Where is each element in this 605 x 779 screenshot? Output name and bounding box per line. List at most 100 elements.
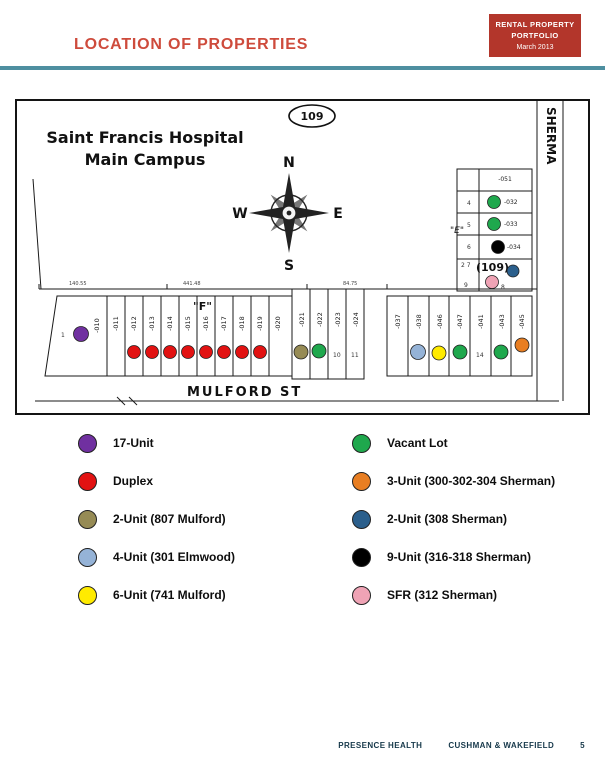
map-dot-4unit-301-elmwood [410,344,426,360]
route-109-shield: 109 [288,104,336,128]
legend-item-sfr-sherman: SFR (312 Sherman) [352,585,555,605]
legend-label: 4-Unit (301 Elmwood) [113,550,236,564]
dimension-1: 140.55 [69,281,87,287]
legend-dot-6unit-mulford [78,585,97,605]
parcel-number: 9 [464,282,468,289]
lot-number: -038 [415,314,423,329]
lot-number: -012 [130,316,138,331]
dimension-3: 84.75 [343,281,357,287]
map-dot-vacant-lot [452,344,468,360]
map-dot-duplex [163,345,177,359]
lot-numbers-left: -010 -011 -012 -013 -014 -015 -016 -017 … [93,316,282,333]
lot-number: -013 [148,316,156,331]
map-dot-9unit-sherman [491,240,505,254]
plat-map-svg: Saint Francis Hospital Main Campus 109 N… [32,101,564,406]
legend-label: SFR (312 Sherman) [387,588,498,602]
lot-numbers-right: -037 -038 -046 -047 -041 -043 -045 [394,314,526,329]
map-dot-duplex [217,345,231,359]
compass-rose-icon: N E S W [232,155,343,274]
lot-number: -010 [93,318,101,333]
lot-number: -016 [202,316,210,331]
map-dot-6unit-741-mulford [431,345,447,361]
map-dot-vacant-lot [493,344,509,360]
plat-lines [32,101,564,406]
map-dot-17unit [73,326,89,342]
legend-label: 9-Unit (316-318 Sherman) [387,550,532,564]
lot-number: -045 [518,314,526,329]
hospital-label-line2: Main Campus [85,150,206,169]
parcel-number: 14 [476,352,484,359]
map-dot-vacant-lot [487,195,501,209]
lot-numbers-middle: -021 -022 -023 -024 [298,312,360,327]
compass-n: N [283,155,295,171]
lot-number: -019 [256,316,264,331]
legend-label: 3-Unit (300-302-304 Sherman) [387,474,556,488]
map-dot-2unit-807-mulford [293,344,309,360]
badge-line1: RENTAL PROPERTY [495,20,575,30]
lot-number: -051 [498,176,512,183]
parcel-number: 8 [501,284,505,291]
legend-column-right: Vacant Lot 3-Unit (300-302-304 Sherman) … [352,433,555,605]
parcel-number: 4 [467,200,471,207]
badge-date: March 2013 [516,43,554,51]
lot-number: -041 [477,314,485,329]
parcel-number: 1 [61,332,65,339]
legend-dot-4unit-elmwood [78,547,97,567]
legend-label: Vacant Lot [387,436,448,450]
lot-number: -024 [352,312,360,327]
parcel-number: 10 [333,352,341,359]
lot-number: -033 [504,221,518,228]
legend-item-duplex: Duplex [78,471,235,491]
lot-number: -018 [238,316,246,331]
page-number: 5 [580,741,585,750]
legend-item-6unit-mulford: 6-Unit (741 Mulford) [78,585,235,605]
parcel-number: 6 [467,244,471,251]
legend-item-3unit-sherman: 3-Unit (300-302-304 Sherman) [352,471,555,491]
small-parcel-numbers: 1 10 11 14 4 5 6 2 7 9 8 [61,200,505,359]
legend-label: 2-Unit (807 Mulford) [113,512,226,526]
lot-number: -043 [498,314,506,329]
legend-label: Duplex [113,474,154,488]
property-dots [73,195,530,361]
lot-number: -011 [112,316,120,331]
legend-item-17unit: 17-Unit [78,433,235,453]
lot-number: -020 [274,316,282,331]
lot-number: -021 [298,312,306,327]
legend-label: 2-Unit (308 Sherman) [387,512,508,526]
lot-numbers-upper: -051 -032 -033 -034 [498,176,521,251]
lot-number: -032 [504,199,518,206]
legend-dot-3unit-sherman [352,471,371,491]
hospital-label-line1: Saint Francis Hospital [46,128,243,147]
block-f-label: "F" [193,300,212,313]
compass-w: W [232,206,247,222]
lot-number: -022 [316,312,324,327]
map-dot-2unit-308-sherman [506,264,520,278]
badge-line2: PORTFOLIO [511,31,559,40]
note-e-label: "E" [450,226,464,236]
map-dot-duplex [181,345,195,359]
legend-item-2unit-sherman: 2-Unit (308 Sherman) [352,509,555,529]
map-dot-3unit-sherman [514,337,530,353]
route-109-label: 109 [301,110,324,123]
lot-number: -017 [220,316,228,331]
lot-number: -023 [334,312,342,327]
portfolio-badge: RENTAL PROPERTY PORTFOLIO March 2013 [489,14,581,57]
legend-dot-2unit-sherman [352,509,371,529]
legend-column-left: 17-Unit Duplex 2-Unit (807 Mulford) 4-Un… [78,433,235,605]
legend-dot-sfr-sherman [352,585,371,605]
compass-s: S [284,258,294,274]
legend-dot-17unit [78,433,97,453]
legend-dot-vacant-lot [352,433,371,453]
lot-number: -046 [436,314,444,329]
header-divider [0,66,605,70]
legend-item-vacant-lot: Vacant Lot [352,433,555,453]
map-dot-duplex [199,345,213,359]
parcel-number: 5 [467,222,471,229]
lot-number: -015 [184,316,192,331]
parcel-number: 11 [351,352,359,359]
parcel-number: 2 7 [461,262,471,269]
map-dot-duplex [145,345,159,359]
page-footer: PRESENCE HEALTH CUSHMAN & WAKEFIELD 5 [338,741,585,750]
map-dot-duplex [235,345,249,359]
